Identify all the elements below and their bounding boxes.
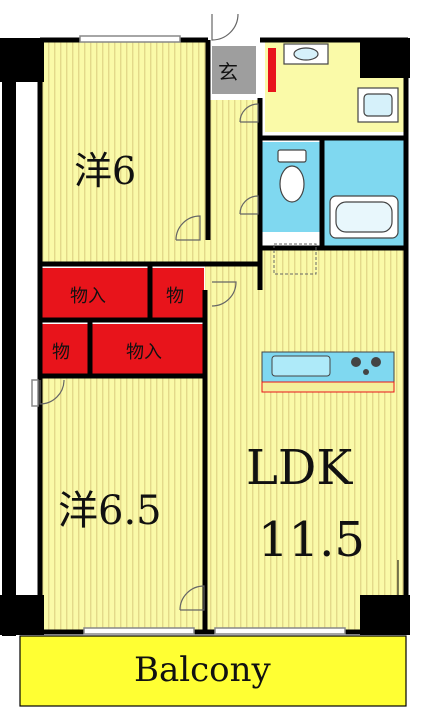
kitchen-sink [271, 355, 331, 377]
bathtub-icon [329, 195, 399, 239]
closet-3-label: 物 [52, 342, 70, 363]
shoe-cabinet [268, 48, 276, 92]
washbasin-icon [357, 87, 399, 123]
balcony-floor [19, 635, 407, 707]
balcony-rail [19, 560, 407, 706]
toilet-icon [277, 149, 307, 203]
entrance-label: 玄 [218, 60, 238, 84]
closet-4 [92, 324, 204, 374]
sink-icon [283, 43, 329, 65]
entrance-floor [212, 46, 256, 94]
door-swing-icon [39, 13, 259, 611]
laundry-pan [273, 243, 317, 275]
closet-1 [40, 268, 148, 318]
western-room-1-label: 洋6 [74, 149, 137, 193]
western-room-2-label: 洋6.5 [58, 488, 162, 534]
stove-icon [351, 357, 381, 375]
western-room-2-floor [40, 378, 205, 630]
kitchen-panel [261, 381, 395, 393]
balcony-label: Balcony [134, 650, 271, 690]
closet-4-label: 物入 [126, 342, 162, 363]
closet-2 [152, 268, 204, 318]
closet-2-label: 物 [166, 286, 184, 307]
corridor-floor [208, 100, 260, 264]
ldk-area-label: 11.5 [258, 512, 365, 568]
ldk-label: LDK [246, 440, 353, 496]
windows [31, 35, 346, 635]
ldk-floor [205, 250, 405, 630]
closet-3 [40, 324, 88, 374]
closet-1-label: 物入 [70, 286, 106, 307]
columns [0, 38, 410, 636]
